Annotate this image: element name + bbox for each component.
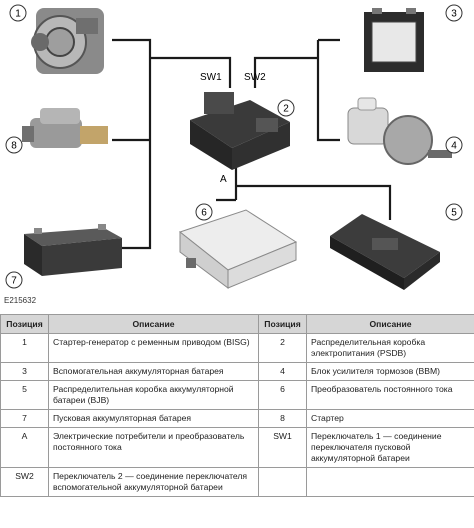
- table-header-row: Позиция Описание Позиция Описание: [0, 314, 474, 334]
- callout-3: 3: [445, 4, 463, 22]
- svg-text:2: 2: [283, 104, 289, 115]
- label-sw1: SW1: [200, 72, 222, 83]
- position-cell: A: [0, 427, 49, 468]
- position-cell: 1: [0, 333, 49, 363]
- description-cell: Распределительная коробка электропитания…: [306, 333, 474, 363]
- description-cell: Электрические потребители и преобразоват…: [48, 427, 259, 468]
- description-cell: Стартер-генератор с ременным приводом (B…: [48, 333, 259, 363]
- position-cell: 4: [258, 362, 307, 381]
- dc-dc-converter-image: [178, 209, 298, 289]
- callout-1: 1: [9, 4, 27, 22]
- table-row: SW2 Переключатель 2 — соединение переклю…: [0, 467, 474, 497]
- svg-text:5: 5: [451, 208, 457, 219]
- description-cell: Преобразователь постоянного тока: [306, 380, 474, 410]
- starter-generator-image: [31, 8, 104, 74]
- description-cell: Переключатель 2 — соединение переключате…: [48, 467, 259, 497]
- position-cell: [258, 467, 307, 497]
- svg-text:6: 6: [201, 208, 207, 219]
- callout-5: 5: [445, 203, 463, 221]
- legend-table: Позиция Описание Позиция Описание 1 Стар…: [0, 314, 474, 497]
- starter-battery-image: [24, 224, 122, 276]
- header-description-2: Описание: [306, 314, 474, 334]
- position-cell: 3: [0, 362, 49, 381]
- description-cell: Пусковая аккумуляторная батарея: [48, 409, 259, 428]
- description-cell: Вспомогательная аккумуляторная батарея: [48, 362, 259, 381]
- description-cell: Блок усилителя тормозов (BBM): [306, 362, 474, 381]
- svg-text:4: 4: [451, 141, 457, 152]
- position-cell: 5: [0, 380, 49, 410]
- position-cell: 8: [258, 409, 307, 428]
- table-row: 5 Распределительная коробка аккумуляторн…: [0, 380, 474, 410]
- bjb-image: [330, 214, 440, 290]
- description-cell: [306, 467, 474, 497]
- auxiliary-battery-image: [364, 8, 424, 72]
- starter-image: [22, 108, 108, 148]
- position-cell: SW1: [258, 427, 307, 468]
- callout-4: 4: [445, 136, 463, 154]
- svg-text:3: 3: [451, 9, 457, 20]
- position-cell: SW2: [0, 467, 49, 497]
- table-row: 3 Вспомогательная аккумуляторная батарея…: [0, 362, 474, 381]
- svg-text:8: 8: [11, 141, 17, 152]
- callout-7: 7: [5, 271, 23, 289]
- description-cell: Переключатель 1 — соединение переключате…: [306, 427, 474, 468]
- label-a: A: [220, 174, 227, 185]
- position-cell: 6: [258, 380, 307, 410]
- position-cell: 2: [258, 333, 307, 363]
- header-position-1: Позиция: [0, 314, 49, 334]
- label-sw2: SW2: [244, 72, 266, 83]
- header-position-2: Позиция: [258, 314, 307, 334]
- callout-6: 6: [195, 203, 213, 221]
- position-cell: 7: [0, 409, 49, 428]
- figure-id: E215632: [4, 296, 37, 305]
- component-diagram: 1 2 3 4 5 6 7 8 SW1 SW2 A: [5, 4, 463, 290]
- wiring-lines: [112, 38, 392, 250]
- header-description-1: Описание: [48, 314, 259, 334]
- psdb-image: [190, 92, 290, 170]
- description-cell: Стартер: [306, 409, 474, 428]
- table-row: A Электрические потребители и преобразов…: [0, 427, 474, 468]
- svg-text:1: 1: [15, 9, 21, 20]
- table-row: 1 Стартер-генератор с ременным приводом …: [0, 333, 474, 363]
- table-row: 7 Пусковая аккумуляторная батарея 8 Стар…: [0, 409, 474, 428]
- callout-8: 8: [5, 136, 23, 154]
- brake-booster-image: [347, 97, 452, 165]
- svg-text:7: 7: [11, 276, 17, 287]
- callout-2: 2: [277, 99, 295, 117]
- description-cell: Распределительная коробка аккумуляторной…: [48, 380, 259, 410]
